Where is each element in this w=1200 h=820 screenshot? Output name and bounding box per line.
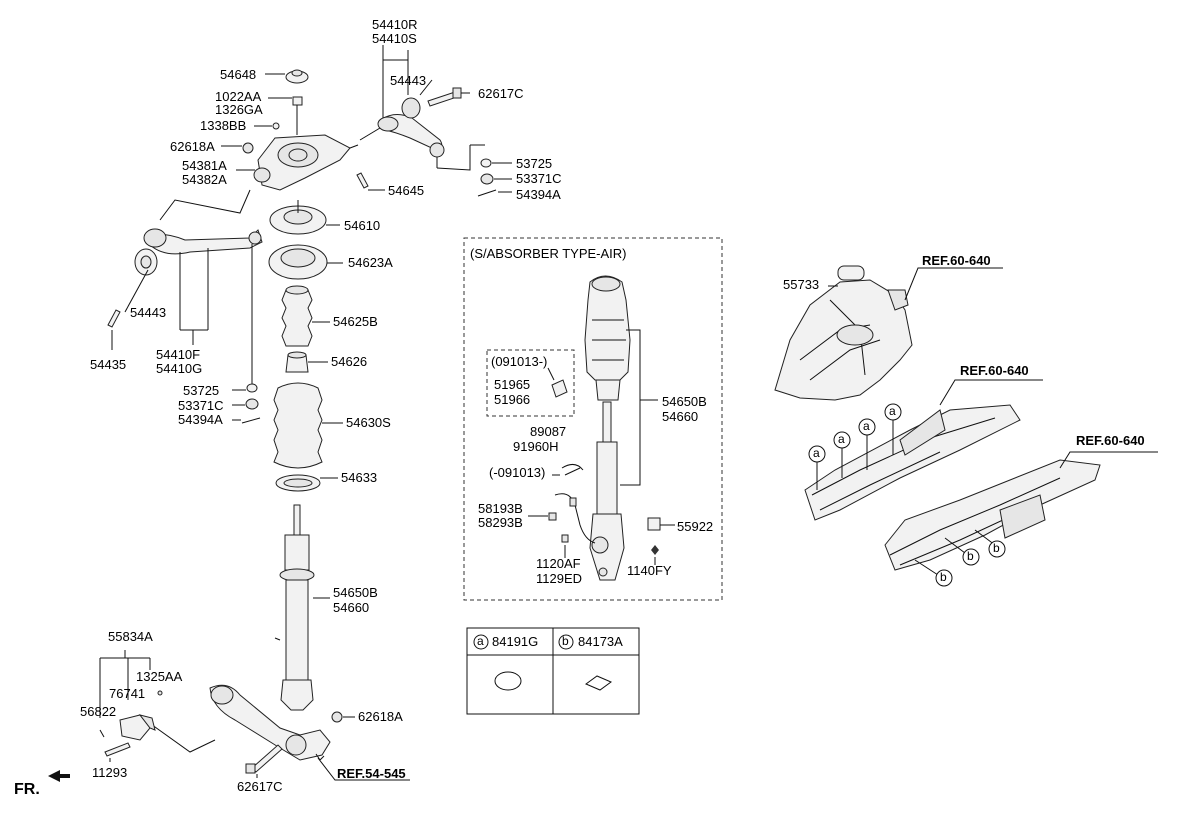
- label-55834A: 55834A: [108, 629, 153, 644]
- label-55922: 55922: [677, 519, 714, 534]
- label-58293B: 58293B: [478, 515, 523, 530]
- legend-b-part: 84173A: [578, 634, 623, 649]
- label-54382A: 54382A: [182, 172, 227, 187]
- label-1338BB: 1338BB: [200, 118, 247, 133]
- label-54648: 54648: [220, 67, 257, 82]
- label-54633: 54633: [341, 470, 378, 485]
- marker-a-3: a: [863, 419, 870, 433]
- label-54410G: 54410G: [156, 361, 203, 376]
- marker-a-2: a: [838, 432, 845, 446]
- spring-seat-stack: [268, 200, 343, 492]
- label-54650B-air: 54650B: [662, 394, 707, 409]
- marker-a-4: a: [889, 404, 896, 418]
- air-shock-box: [463, 237, 723, 601]
- label-62618A-bot: 62618A: [358, 709, 403, 724]
- label-54394A-mid: 54394A: [178, 412, 223, 427]
- label-89087: 89087: [530, 424, 567, 439]
- label-1022AA: 1022AA: [215, 89, 262, 104]
- label-54626: 54626: [331, 354, 368, 369]
- label-1326GA: 1326GA: [215, 102, 263, 117]
- label-54630S: 54630S: [346, 415, 391, 430]
- label-1120AF: 1120AF: [536, 556, 581, 571]
- label-56822: 56822: [80, 704, 117, 719]
- height-sensor-bracket: [99, 650, 163, 762]
- label-62617C-bot: 62617C: [237, 779, 283, 794]
- label-54660-left: 54660: [333, 600, 370, 615]
- label-54410S: 54410S: [372, 31, 417, 46]
- label-54381A: 54381A: [182, 158, 227, 173]
- label-54443-left: 54443: [130, 305, 167, 320]
- label-53725-top: 53725: [516, 156, 553, 171]
- marker-b-3: b: [940, 570, 947, 584]
- label-1325AA: 1325AA: [136, 669, 183, 684]
- marker-b-1: b: [967, 549, 974, 563]
- upper-arm-bracket-54410R: [359, 45, 470, 168]
- marker-a-1: a: [813, 446, 820, 460]
- label-91960H: 91960H: [513, 439, 559, 454]
- label-54443-top: 54443: [390, 73, 427, 88]
- label-54650B-left: 54650B: [333, 585, 378, 600]
- label-62617C-top: 62617C: [478, 86, 524, 101]
- label-58193B: 58193B: [478, 501, 523, 516]
- label-51966: 51966: [494, 392, 531, 407]
- label-091013-neg: (-091013): [489, 465, 546, 480]
- body-side-member-a: [804, 379, 1043, 521]
- lower-control-arm: [147, 684, 410, 781]
- right-small-parts: [436, 144, 512, 197]
- label-1129ED: 1129ED: [536, 571, 583, 586]
- legend-b-letter: b: [562, 634, 569, 648]
- label-11293: 11293: [92, 765, 128, 780]
- top-mount-assembly: [159, 69, 385, 221]
- label-54623A: 54623A: [348, 255, 393, 270]
- label-51965: 51965: [494, 377, 531, 392]
- label-54660-air: 54660: [662, 409, 699, 424]
- label-54410F: 54410F: [156, 347, 201, 362]
- lower-left-arm: [107, 228, 263, 424]
- label-54645: 54645: [388, 183, 425, 198]
- label-091013-dash: (091013-): [491, 354, 548, 369]
- marker-b-2: b: [993, 541, 1000, 555]
- shock-absorber-conventional: [274, 504, 330, 711]
- label-55733: 55733: [783, 277, 820, 292]
- legend-a-letter: a: [477, 634, 484, 648]
- label-54394A-top: 54394A: [516, 187, 561, 202]
- front-arrow: [48, 770, 70, 782]
- body-wheel-house: [774, 265, 1003, 401]
- air-box-title: (S/ABSORBER TYPE-AIR): [470, 246, 627, 261]
- ref-54-545[interactable]: REF.54-545: [337, 766, 406, 781]
- label-1140FY: 1140FY: [627, 563, 672, 578]
- ref-60-640-c[interactable]: REF.60-640: [1076, 433, 1145, 448]
- label-76741: 76741: [109, 686, 146, 701]
- ref-60-640-a[interactable]: REF.60-640: [922, 253, 991, 268]
- label-53725-mid: 53725: [183, 383, 220, 398]
- front-direction-label: FR.: [14, 781, 40, 798]
- label-53371C-mid: 53371C: [178, 398, 224, 413]
- ref-60-640-b[interactable]: REF.60-640: [960, 363, 1029, 378]
- legend-table: [466, 627, 640, 715]
- label-62618A-top: 62618A: [170, 139, 215, 154]
- label-54410R: 54410R: [372, 17, 418, 32]
- label-54625B: 54625B: [333, 314, 378, 329]
- legend-a-part: 84191G: [492, 634, 539, 649]
- label-54610: 54610: [344, 218, 381, 233]
- label-53371C-top: 53371C: [516, 171, 562, 186]
- label-54435: 54435: [90, 357, 127, 372]
- body-side-member-b: [884, 451, 1158, 587]
